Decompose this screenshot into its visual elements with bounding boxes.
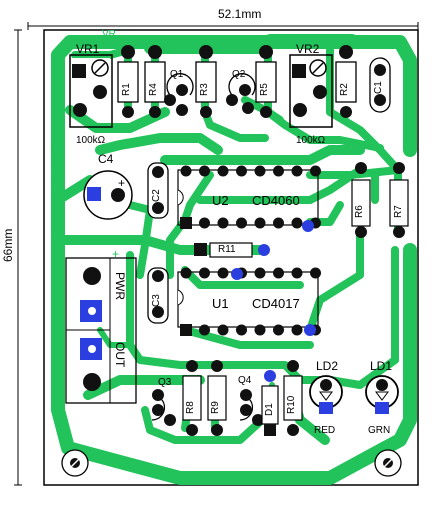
r10-label: R10 xyxy=(286,395,297,414)
width-dimension-label: 52.1mm xyxy=(218,7,262,21)
vr1-value-label: 100kΩ xyxy=(76,135,106,146)
mounting-holes xyxy=(61,449,402,477)
ic-pin xyxy=(199,165,210,177)
ic-pin xyxy=(236,217,247,229)
r1-label: R1 xyxy=(121,83,132,96)
c4-plus-label: + xyxy=(118,176,126,190)
ic-pin xyxy=(236,324,247,336)
r6-label: R6 xyxy=(354,205,365,218)
r3-label: R3 xyxy=(199,83,210,96)
ic-pin xyxy=(217,217,229,229)
q3-transistor xyxy=(151,389,176,426)
c1-capacitor xyxy=(369,57,391,113)
u1-ic xyxy=(177,271,319,336)
pwr-plus-label: + xyxy=(112,247,120,261)
c3-label: C3 xyxy=(151,294,162,307)
u1-label: U1 xyxy=(212,296,229,311)
d1-label: D1 xyxy=(264,403,275,416)
ld2-led xyxy=(309,375,343,414)
ic-pin xyxy=(180,165,192,177)
dimension-marks xyxy=(14,22,419,486)
ic-pin xyxy=(199,267,210,279)
c2-label: C2 xyxy=(151,189,162,202)
ic-pin xyxy=(236,165,247,177)
q3-label: Q3 xyxy=(158,377,172,388)
ic-pin xyxy=(291,217,303,229)
r7-label: R7 xyxy=(393,205,404,218)
ic-pin xyxy=(217,165,229,177)
c1-label: C1 xyxy=(373,81,384,94)
ic-pin xyxy=(273,324,284,336)
ic-pin xyxy=(254,324,266,336)
r11-label: R11 xyxy=(218,244,236,255)
r4-label: R4 xyxy=(148,83,159,96)
height-dimension-label: 66mm xyxy=(1,228,15,262)
q2-transistor xyxy=(226,73,256,114)
c3-capacitor xyxy=(147,267,169,324)
c4-capacitor xyxy=(83,170,133,220)
out-label: OUT xyxy=(113,342,127,368)
ic-pin xyxy=(254,267,266,279)
ic-pin xyxy=(291,324,303,336)
ic-pin xyxy=(273,165,284,177)
r11-resistor xyxy=(194,242,253,258)
ic-pin xyxy=(180,267,192,279)
top-resistors xyxy=(117,61,357,103)
u2-part-label: CD4060 xyxy=(252,193,300,208)
u1-part-label: CD4017 xyxy=(252,296,300,311)
bottom-resistors xyxy=(182,360,303,436)
q2-label: Q2 xyxy=(232,69,246,80)
ic-pin xyxy=(199,324,210,336)
ld2-label: LD2 xyxy=(316,359,339,373)
q4-label: Q4 xyxy=(238,375,252,386)
r2-label: R2 xyxy=(339,83,350,96)
r5-label: R5 xyxy=(259,83,270,96)
vr2-value-label: 100kΩ xyxy=(296,135,326,146)
q1-transistor xyxy=(164,73,194,116)
r8-label: R8 xyxy=(185,401,196,414)
vr2-label: VR2 xyxy=(296,42,320,56)
terminal-connector xyxy=(65,257,137,404)
vr1-potentiometer xyxy=(69,54,113,128)
grn-label: GRN xyxy=(368,425,391,436)
red-label: RED xyxy=(314,425,336,436)
ic-pin xyxy=(217,267,229,279)
c2-capacitor xyxy=(147,162,169,219)
r6-r7-resistors xyxy=(351,162,409,238)
copper-marking-text: C∧⅃×⅃ -30 xyxy=(49,136,64,200)
vr1-label: VR1 xyxy=(76,42,100,56)
vr2-potentiometer xyxy=(289,54,333,128)
ic-pin xyxy=(254,165,266,177)
ic-pin xyxy=(273,267,284,279)
ic-pin xyxy=(217,324,229,336)
ic-pin xyxy=(199,217,210,229)
u2-label: U2 xyxy=(212,193,229,208)
ic-pin xyxy=(254,217,266,229)
ic-pin xyxy=(291,267,303,279)
u2-ic xyxy=(177,169,319,229)
ic-pin xyxy=(291,165,303,177)
ic-pin xyxy=(310,267,321,279)
vr-copper-mark: VR xyxy=(102,29,116,40)
ic-pin xyxy=(310,165,321,177)
ic-pin xyxy=(273,217,284,229)
r9-label: R9 xyxy=(210,401,221,414)
q1-label: Q1 xyxy=(170,69,184,80)
q4-transistor xyxy=(239,389,264,426)
ld1-label: LD1 xyxy=(370,359,393,373)
ld1-led xyxy=(365,375,399,414)
c4-label: C4 xyxy=(98,152,114,166)
pwr-label: PWR xyxy=(113,272,127,300)
vias xyxy=(231,220,316,382)
top-resistor-pads xyxy=(121,45,353,118)
u2-pins xyxy=(180,165,321,229)
